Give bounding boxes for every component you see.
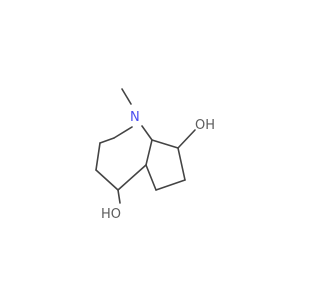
bond-n-c5	[113, 126, 133, 139]
bond-c1-c5b	[145, 139, 153, 166]
hydroxyl-left-label: HO	[101, 207, 121, 222]
bond-c1-c2	[151, 139, 179, 149]
bond-c7-c8	[95, 142, 101, 171]
bond-c3-c4	[155, 179, 186, 191]
nitrogen-label: N	[130, 110, 140, 125]
molecule-diagram: N OH HO	[95, 88, 215, 222]
hydroxyl-right-label: OH	[195, 118, 215, 133]
bond-c5b-c6	[117, 164, 147, 191]
bond-group	[95, 88, 196, 204]
bond-c8-c5	[99, 137, 115, 144]
bond-n-c1	[141, 125, 153, 141]
bond-c6-o	[117, 189, 121, 204]
bond-c4-c5b	[145, 164, 157, 191]
bond-c6-c7	[95, 169, 119, 191]
bond-c2-c3	[177, 147, 186, 181]
bond-methyl-n	[121, 88, 132, 105]
bond-c2-o	[177, 129, 196, 149]
